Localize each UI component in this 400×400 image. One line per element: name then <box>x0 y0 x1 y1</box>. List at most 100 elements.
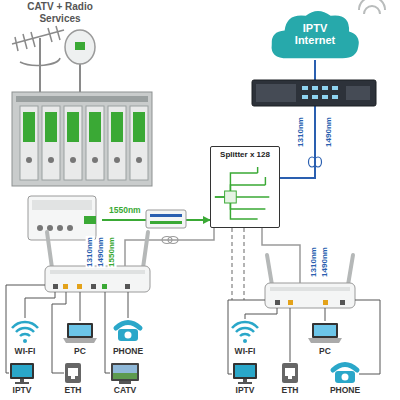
tv-icon <box>113 373 137 379</box>
yagi-antenna <box>48 28 52 42</box>
home-wiring <box>6 285 380 374</box>
splitter-traces <box>257 167 258 173</box>
home-wiring <box>245 308 277 319</box>
splitter-traces <box>211 163 279 223</box>
headend-rack <box>42 106 60 180</box>
olt-chassis <box>256 84 296 102</box>
optical-transmitter <box>67 225 73 231</box>
device-label: PC <box>318 347 332 356</box>
tv-icon <box>119 381 131 384</box>
olt-chassis <box>302 95 308 99</box>
monitor-icon <box>238 382 252 384</box>
headend-rack <box>92 157 98 163</box>
wavelength-label: 1490nm <box>325 116 334 148</box>
olt-chassis <box>252 80 376 106</box>
ethernet-jack-icon <box>65 363 81 383</box>
ont-router-right <box>340 300 345 305</box>
olt-chassis <box>312 95 318 99</box>
device-label: ETH <box>281 386 300 395</box>
home-wiring <box>128 292 129 318</box>
wifi-icon <box>23 339 27 343</box>
optical-transmitter <box>84 216 96 224</box>
ethernet-jack-icon <box>65 363 81 383</box>
phone-icon <box>116 323 140 329</box>
phone-icon <box>125 332 132 339</box>
device-label: CATV <box>113 386 138 395</box>
device-label: WI-FI <box>14 347 37 356</box>
headend-rack <box>136 157 142 163</box>
laptop-icon <box>312 323 338 338</box>
ont-router-left <box>45 266 150 292</box>
tv-icon <box>111 363 139 381</box>
optical-transmitter <box>28 196 96 240</box>
wdm-coupler <box>146 210 186 228</box>
edge-group <box>102 60 315 220</box>
phone-icon <box>333 365 357 371</box>
node-text: CATV + Radio Services <box>20 1 100 24</box>
ont-router-right <box>265 283 355 308</box>
ont-router-left <box>91 284 96 289</box>
olt-chassis <box>322 86 328 90</box>
ont-router-right <box>267 255 272 285</box>
home-wiring <box>80 292 81 321</box>
monitor-icon <box>243 379 247 382</box>
phone-icon <box>116 323 140 342</box>
optical-transmitter <box>57 225 63 231</box>
wdm-coupler <box>150 221 182 224</box>
optical-transmitter <box>37 225 43 231</box>
home-wiring <box>6 285 45 373</box>
fiber-link <box>280 60 315 178</box>
monitor-icon <box>10 363 34 384</box>
headend-rack <box>16 96 148 102</box>
monitor-icon <box>233 363 257 379</box>
yagi-antenna <box>12 26 64 92</box>
device-label: IPTV <box>235 386 256 395</box>
laptop-icon <box>308 323 342 343</box>
wifi-icon <box>232 322 258 328</box>
ethernet-jack-icon <box>282 363 298 383</box>
splitter-traces <box>225 191 237 203</box>
wifi-icon <box>16 328 34 332</box>
headend-rack <box>108 106 126 180</box>
drop-fibers <box>243 228 245 300</box>
splitter-traces <box>215 185 266 197</box>
headend-rack <box>23 112 35 142</box>
home-wiring <box>105 292 110 373</box>
device-label: ETH <box>64 386 83 395</box>
ont-router-left <box>102 284 107 289</box>
splitter-box: Splitter x 128 <box>210 146 280 228</box>
wavelength-label: 1490nm <box>97 236 106 268</box>
wifi-icon <box>236 328 254 332</box>
ont-router-left <box>45 232 150 292</box>
olt-chassis <box>346 86 370 100</box>
wdm-coupler <box>146 210 186 228</box>
node-text: IPTV Internet <box>285 22 345 46</box>
ont-router-left <box>77 284 82 289</box>
headend-rack <box>70 157 76 163</box>
satellite-dish <box>75 42 85 50</box>
yagi-antenna <box>15 37 18 51</box>
optical-transmitter <box>32 200 92 210</box>
cloud-shape <box>272 11 359 58</box>
satellite-dish <box>79 62 81 92</box>
satellite-dish <box>65 30 95 92</box>
headend-rack <box>130 106 148 180</box>
optical-transmitter <box>28 196 96 240</box>
headend-rack <box>20 106 38 180</box>
fiber-coil <box>309 157 322 167</box>
wavelength-label: 1550nm <box>108 236 117 268</box>
wifi-icon <box>12 322 38 343</box>
ethernet-jack-icon <box>285 368 295 379</box>
wifi-waves <box>364 6 380 14</box>
node-text: Splitter x 128 <box>220 150 270 159</box>
olt-chassis <box>332 95 338 99</box>
laptop-icon <box>63 338 97 343</box>
ont-router-right <box>348 255 353 285</box>
ont-router-right <box>288 300 293 305</box>
wavelength-label: 1490nm <box>321 246 330 278</box>
yagi-antenna <box>56 26 60 40</box>
